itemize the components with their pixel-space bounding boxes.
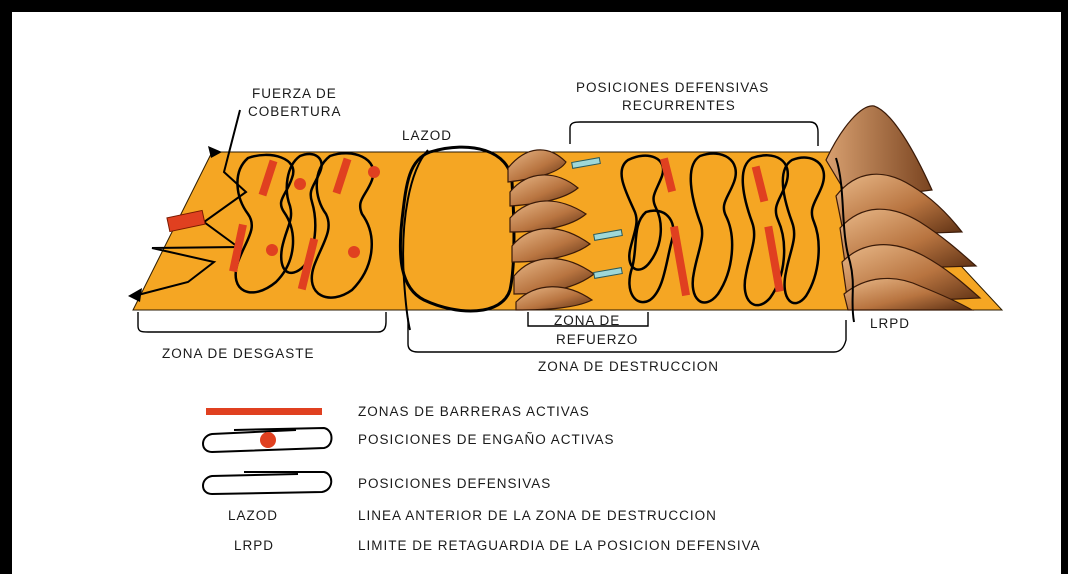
barrier-zones-attrition <box>229 157 352 291</box>
lrpd-line <box>835 157 855 323</box>
deception-dots-attrition <box>266 166 380 258</box>
rear-hills <box>825 105 982 311</box>
label-covering-force-1: FUERZA DE <box>252 86 337 101</box>
label-zone-destruction: ZONA DE DESTRUCCION <box>538 359 719 374</box>
bracket-recurrent <box>569 121 819 146</box>
label-lazod: LAZOD <box>402 128 452 143</box>
covering-force-unit <box>166 209 206 233</box>
label-recurrent-1: POSICIONES DEFENSIVAS <box>576 80 769 95</box>
arrow-head-top-icon <box>208 146 222 158</box>
label-zone-reinforce-1: ZONA DE <box>554 313 620 328</box>
legend-abbr-lazod: LAZOD <box>228 508 278 523</box>
bracket-reinforcement <box>527 312 649 327</box>
legend: ZONAS DE BARRERAS ACTIVAS POSICIONES DE … <box>202 404 761 553</box>
legend-abbr-lrpd: LRPD <box>234 538 274 553</box>
reinforcement-units <box>571 157 623 279</box>
legend-text-lazod: LINEA ANTERIOR DE LA ZONA DE DESTRUCCION <box>358 508 717 523</box>
legend-text-barrier: ZONAS DE BARRERAS ACTIVAS <box>358 404 590 419</box>
label-recurrent-2: RECURRENTES <box>622 98 736 113</box>
legend-deception-dot <box>260 432 276 448</box>
label-lrpd: LRPD <box>870 316 910 331</box>
bracket-attrition <box>137 312 387 333</box>
legend-defensive-symbol <box>202 471 333 496</box>
bracket-destruction <box>407 318 847 353</box>
arrow-head-bottom-icon <box>128 288 142 302</box>
label-covering-force-2: COBERTURA <box>248 104 342 119</box>
legend-text-lrpd: LIMITE DE RETAGUARDIA DE LA POSICION DEF… <box>358 538 761 553</box>
legend-text-defensive: POSICIONES DEFENSIVAS <box>358 476 551 491</box>
label-zone-attrition: ZONA DE DESGASTE <box>162 346 315 361</box>
legend-deception-symbol <box>202 426 333 454</box>
legend-text-deception: POSICIONES DE ENGAÑO ACTIVAS <box>358 432 615 447</box>
recurrent-positions <box>620 152 825 307</box>
legend-barrier-symbol <box>206 408 322 415</box>
barrier-zones-recurrent <box>660 157 784 297</box>
label-zone-reinforce-2: REFUERZO <box>556 332 638 347</box>
